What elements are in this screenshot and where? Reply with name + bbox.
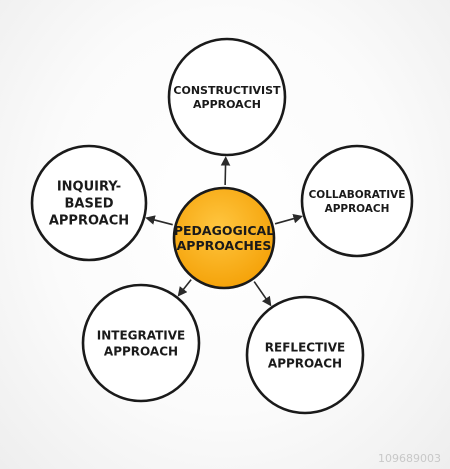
node-label-reflective-line-2: APPROACH: [268, 356, 342, 370]
center-label-line-2: APPROACHES: [177, 238, 272, 253]
node-circle-reflective: [245, 295, 365, 415]
node-reflective: REFLECTIVE APPROACH: [245, 295, 365, 415]
node-inquiry-based: INQUIRY- BASED APPROACH: [30, 144, 148, 262]
node-integrative: INTEGRATIVE APPROACH: [81, 283, 201, 403]
node-label-collaborative-line-1: COLLABORATIVE: [309, 189, 406, 201]
node-label-integrative-line-1: INTEGRATIVE: [97, 328, 185, 342]
node-circle-collaborative: [300, 144, 414, 258]
arrow-to-integrative: [177, 279, 192, 297]
node-label-inquiry-based-line-2: BASED: [64, 197, 113, 212]
center-label-line-1: PEDAGOGICAL: [174, 223, 274, 238]
arrow-to-reflective: [253, 281, 272, 307]
node-circle-integrative: [81, 283, 201, 403]
arrow-to-inquiry-based: [145, 215, 173, 226]
approach-nodes: CONSTRUCTIVISTAPPROACHCOLLABORATIVEAPPRO…: [30, 37, 414, 415]
arrow-to-constructivist: [220, 156, 231, 186]
node-circle-constructivist: [167, 37, 287, 157]
node-label-reflective-line-1: REFLECTIVE: [265, 340, 345, 354]
node-label-collaborative-line-2: APPROACH: [325, 203, 390, 215]
node-label-inquiry-based-line-3: APPROACH: [49, 214, 129, 229]
node-label-integrative-line-2: APPROACH: [104, 344, 178, 358]
stock-id-watermark: 109689003: [378, 452, 441, 465]
arrow-to-collaborative: [274, 213, 303, 225]
connector-arrows: [145, 156, 303, 307]
node-collaborative: COLLABORATIVE APPROACH: [300, 144, 414, 258]
node-label-inquiry-based-line-1: INQUIRY-: [57, 180, 121, 195]
node-label-constructivist-line-1: CONSTRUCTIVIST: [173, 84, 281, 97]
node-label-constructivist-line-2: APPROACH: [193, 98, 261, 111]
node-circle-inquiry-based: [30, 144, 148, 262]
center-circle: [172, 186, 276, 290]
